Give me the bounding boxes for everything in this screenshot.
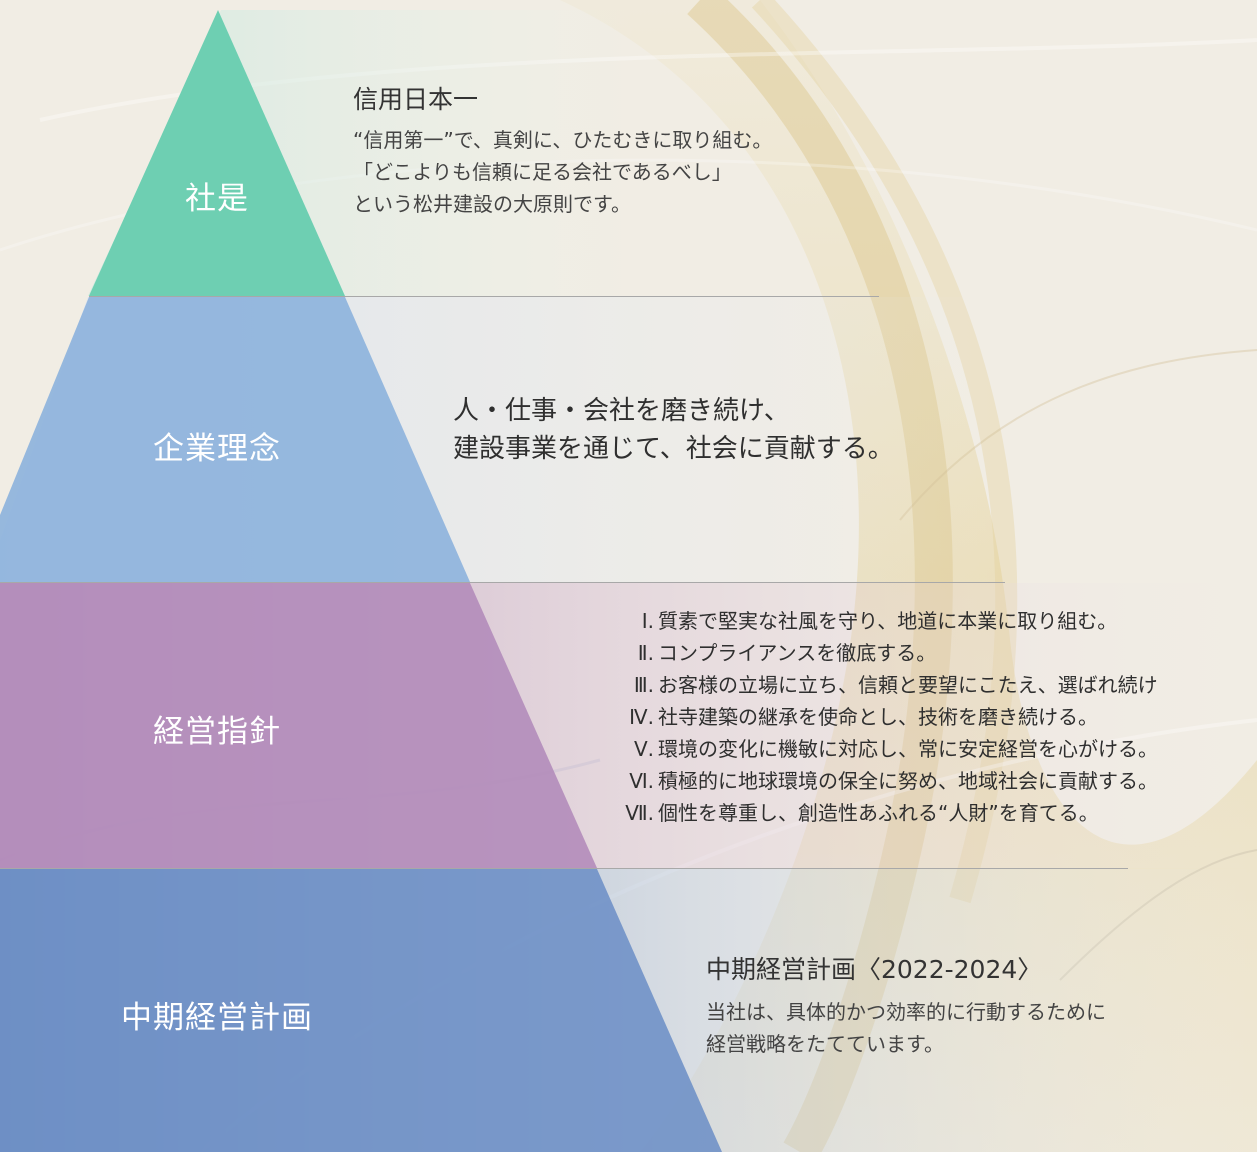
keikaku-line-1: 当社は、具体的かつ効率的に行動するために	[706, 1000, 1106, 1024]
policy-item: Ⅲ.お客様の立場に立ち、信頼と要望にこたえ、選ばれ続け	[616, 669, 1158, 701]
policy-text: 積極的に地球環境の保全に努め、地域社会に貢献する。	[658, 769, 1158, 793]
tier-label-shaze: 社是	[185, 181, 249, 217]
policy-item: Ⅶ.個性を尊重し、創造性あふれる“人財”を育てる。	[616, 797, 1158, 829]
shaze-line-3: という松井建設の大原則です。	[353, 192, 631, 216]
tier-label-rinen: 企業理念	[153, 431, 281, 467]
shaze-title: 信用日本一	[353, 85, 479, 114]
pyramid-tier-shaze	[89, 10, 345, 296]
keikaku-content: 中期経営計画〈2022-2024〉 当社は、具体的かつ効率的に行動するために 経…	[706, 950, 1106, 1060]
divider-3	[0, 868, 1128, 869]
policy-text: 個性を尊重し、創造性あふれる“人財”を育てる。	[658, 801, 1099, 825]
policy-item: Ⅴ.環境の変化に機敏に対応し、常に安定経営を心がける。	[616, 733, 1158, 765]
keikaku-line-2: 経営戦略をたてています。	[706, 1032, 944, 1056]
policy-text: 質素で堅実な社風を守り、地道に本業に取り組む。	[658, 609, 1118, 633]
pyramid-tier-rinen	[0, 297, 470, 582]
rinen-line-1: 人・仕事・会社を磨き続け、	[453, 396, 790, 426]
policy-number: Ⅴ.	[633, 737, 654, 761]
rinen-content: 人・仕事・会社を磨き続け、 建設事業を通じて、社会に貢献する。	[453, 392, 894, 468]
policy-number: Ⅲ.	[633, 673, 654, 697]
policy-number: Ⅰ.	[641, 609, 654, 633]
shaze-content: 信用日本一 “信用第一”で、真剣に、ひたむきに取り組む。 「どこよりも信頼に足る…	[353, 80, 772, 220]
keikaku-title: 中期経営計画〈2022-2024〉	[706, 955, 1043, 984]
shaze-line-1: “信用第一”で、真剣に、ひたむきに取り組む。	[353, 128, 773, 152]
divider-1	[89, 296, 879, 297]
pyramid-tier-keikaku	[0, 869, 722, 1152]
policy-item: Ⅵ.積極的に地球環境の保全に努め、地域社会に貢献する。	[616, 765, 1158, 797]
policy-item: Ⅳ.社寺建築の継承を使命とし、技術を磨き続ける。	[616, 701, 1158, 733]
policy-number: Ⅱ.	[637, 641, 654, 665]
pyramid-tier-shishin	[0, 583, 597, 868]
rinen-line-2: 建設事業を通じて、社会に貢献する。	[453, 434, 894, 464]
policy-text: お客様の立場に立ち、信頼と要望にこたえ、選ばれ続け	[658, 673, 1158, 697]
policy-number: Ⅳ.	[629, 705, 654, 729]
policy-item: Ⅰ.質素で堅実な社風を守り、地道に本業に取り組む。	[616, 605, 1158, 637]
tier-label-shishin: 経営指針	[153, 714, 281, 750]
divider-2	[0, 582, 1005, 583]
shaze-line-2: 「どこよりも信頼に足る会社であるべし」	[353, 160, 732, 184]
policy-text: コンプライアンスを徹底する。	[658, 641, 937, 665]
policy-number: Ⅵ.	[629, 769, 654, 793]
policy-item: Ⅱ.コンプライアンスを徹底する。	[616, 637, 1158, 669]
tier-label-keikaku: 中期経営計画	[121, 1000, 313, 1036]
policy-text: 環境の変化に機敏に対応し、常に安定経営を心がける。	[658, 737, 1158, 761]
policy-text: 社寺建築の継承を使命とし、技術を磨き続ける。	[658, 705, 1098, 729]
shishin-list: Ⅰ.質素で堅実な社風を守り、地道に本業に取り組む。 Ⅱ.コンプライアンスを徹底す…	[616, 605, 1158, 829]
policy-number: Ⅶ.	[625, 801, 654, 825]
